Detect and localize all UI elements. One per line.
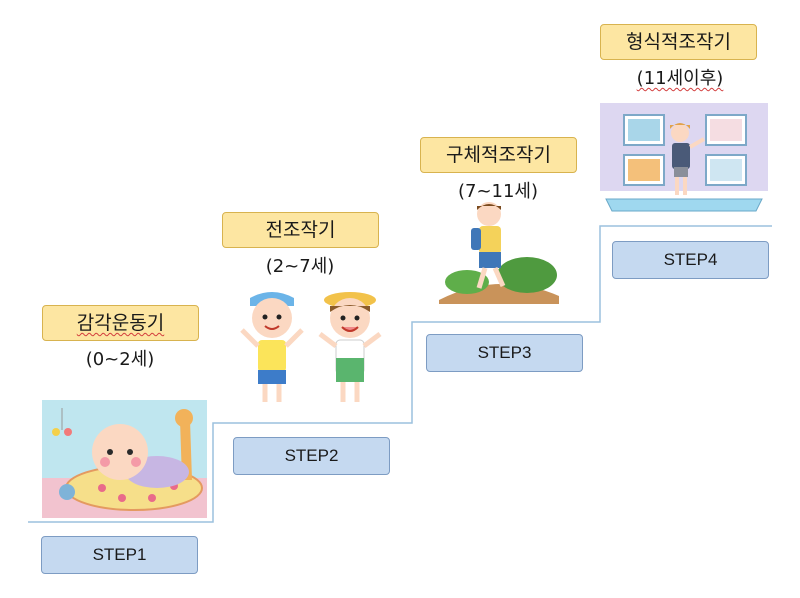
walking-child-illustration	[439, 202, 559, 304]
step-1-box: STEP1	[41, 536, 198, 574]
step-3-box: STEP3	[426, 334, 583, 372]
age-range-concrete-operational: (7~11세)	[457, 181, 539, 202]
step-2-box: STEP2	[233, 437, 390, 475]
step-4-box: STEP4	[612, 241, 769, 279]
age-range-sensorimotor: (0~2세)	[85, 349, 155, 370]
crawling-baby-illustration	[42, 400, 207, 518]
stage-label-preoperational: 전조작기	[222, 212, 379, 248]
age-range-formal-operational: (11세이후)	[636, 68, 724, 89]
two-children-illustration	[240, 292, 382, 402]
stage-label-sensorimotor: 감각운동기	[42, 305, 199, 341]
age-range-preoperational: (2~7세)	[265, 256, 335, 277]
teacher-presentation-illustration	[600, 103, 768, 212]
stage-label-formal-operational: 형식적조작기	[600, 24, 757, 60]
stage-label-concrete-operational: 구체적조작기	[420, 137, 577, 173]
